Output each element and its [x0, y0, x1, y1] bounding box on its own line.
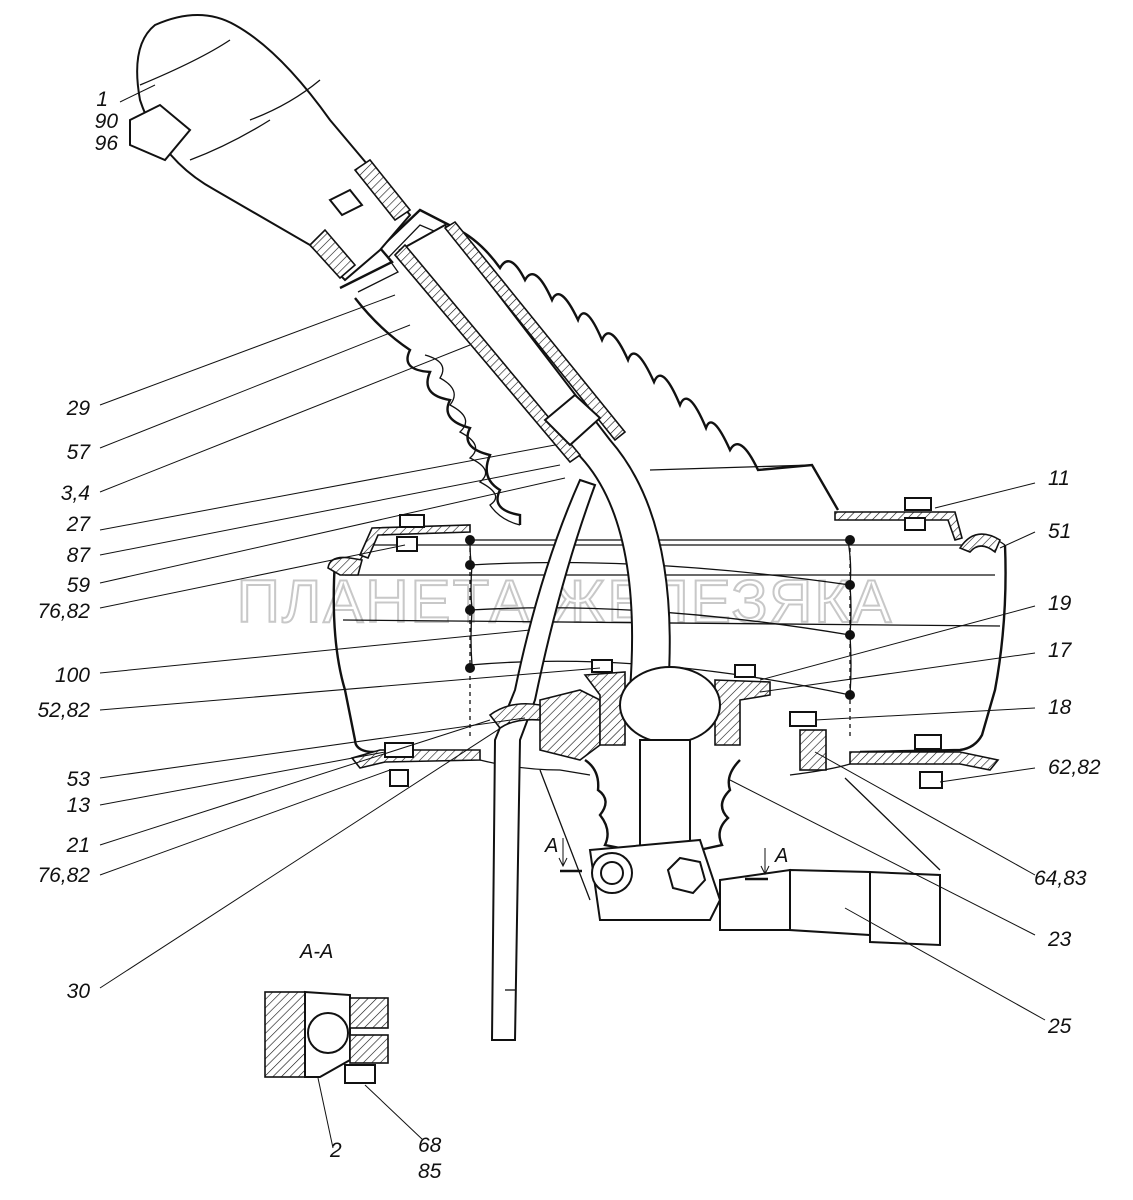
bolt-top-right [904, 497, 932, 511]
shift-link-bracket [588, 838, 941, 947]
callout-52-82: 52,82 [37, 699, 90, 722]
callout-25: 25 [1047, 1015, 1072, 1038]
callout-85: 85 [418, 1160, 442, 1183]
ball-joint [488, 666, 771, 851]
fasteners [384, 497, 943, 789]
callout-labels: 1 90 96 29 57 3,4 27 87 59 76,82 100 52,… [37, 88, 1100, 1183]
callout-29: 29 [66, 397, 91, 420]
nut-lower-right [919, 771, 943, 789]
callout-90: 90 [95, 110, 119, 133]
section-bushing [264, 991, 306, 1078]
callout-30: 30 [67, 980, 91, 1003]
leader-lines [99, 84, 1046, 1149]
callout-1: 1 [96, 88, 108, 111]
top-cover [358, 511, 963, 560]
control-cable [490, 478, 597, 1041]
bolt-lower-right [914, 734, 942, 750]
callout-17: 17 [1048, 639, 1073, 662]
nut-top-right [904, 517, 926, 531]
section-title: A-A [299, 941, 333, 963]
callout-51: 51 [1048, 520, 1071, 543]
cut-mark-right-label: A [774, 845, 788, 867]
bolt-top-left [399, 514, 425, 528]
shift-knob [129, 14, 412, 282]
callout-87: 87 [67, 544, 92, 567]
callout-96: 96 [95, 132, 119, 155]
bolt-seat-right [734, 664, 756, 678]
cut-mark-left-label: A [544, 835, 558, 857]
bolt-18 [789, 711, 817, 727]
callout-64-83: 64,83 [1034, 867, 1087, 890]
callout-19: 19 [1048, 592, 1072, 615]
bolt-lower-left [384, 742, 414, 758]
lower-bellows [584, 759, 741, 854]
callout-3-4: 3,4 [61, 482, 90, 505]
callout-18: 18 [1048, 696, 1072, 719]
base-housing [327, 533, 1007, 754]
callout-21: 21 [66, 834, 90, 857]
callout-53: 53 [67, 768, 91, 791]
pin-64 [799, 729, 827, 771]
section-cut-marks: A A [544, 835, 788, 881]
bolt-seat-left [591, 659, 613, 673]
callout-23: 23 [1047, 928, 1072, 951]
lever-tube [393, 220, 671, 691]
callout-100: 100 [55, 664, 90, 687]
callout-57: 57 [67, 441, 92, 464]
nut-top-left [396, 536, 418, 552]
callout-62-82: 62,82 [1048, 756, 1101, 779]
callout-76-82-lower: 76,82 [37, 864, 90, 887]
callout-13: 13 [67, 794, 91, 817]
nut-lower-left [389, 769, 409, 787]
callout-27: 27 [66, 513, 92, 536]
callout-68: 68 [418, 1134, 442, 1157]
callout-11: 11 [1048, 467, 1070, 490]
callout-59: 59 [67, 574, 91, 597]
section-a-a-view: A-A [264, 941, 389, 1084]
callout-2: 2 [329, 1139, 342, 1162]
callout-76-82-upper: 76,82 [37, 600, 90, 623]
